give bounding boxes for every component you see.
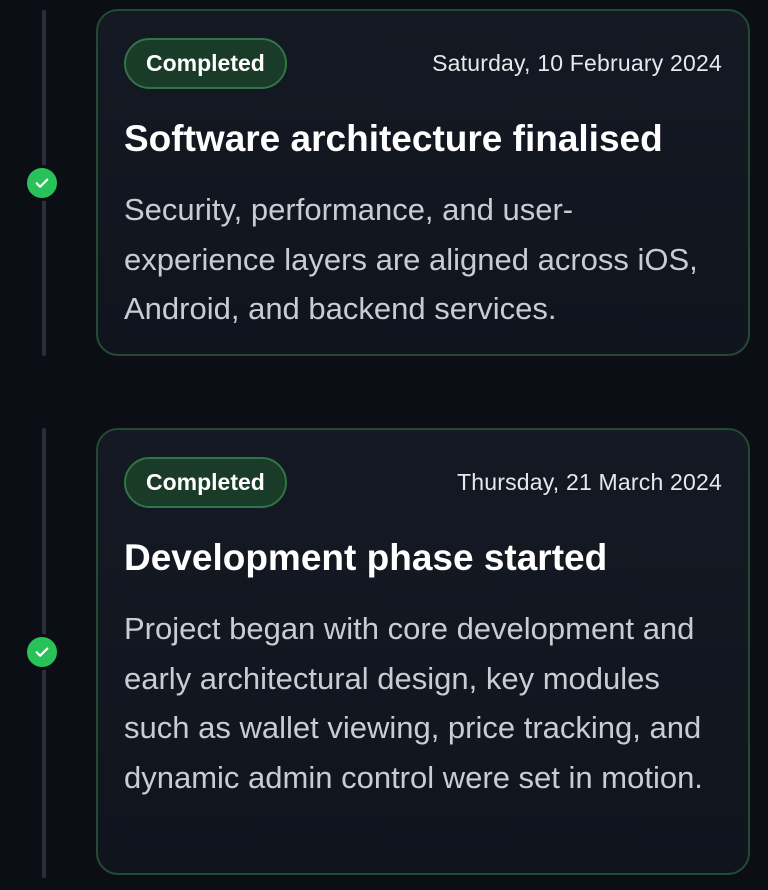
milestone-date: Thursday, 21 March 2024 [457,468,722,495]
milestone-title: Software architecture finalised [124,118,663,159]
completed-check-icon [24,634,60,670]
milestone-date: Saturday, 10 February 2024 [432,49,722,76]
milestone-card[interactable]: Completed Saturday, 10 February 2024 Sof… [96,9,750,356]
status-badge: Completed [124,456,287,508]
milestone-header: Completed Saturday, 10 February 2024 [124,37,722,89]
milestone-description: Project began with core development and … [124,611,703,795]
milestone-description: Security, performance, and user-experien… [124,192,698,326]
milestone-title: Development phase started [124,537,608,578]
completed-check-icon [24,165,60,201]
milestone-card[interactable]: Completed Thursday, 21 March 2024 Develo… [96,428,750,875]
status-badge: Completed [124,37,287,89]
check-icon [35,647,49,657]
check-icon [35,178,49,188]
milestone-header: Completed Thursday, 21 March 2024 [124,456,722,508]
